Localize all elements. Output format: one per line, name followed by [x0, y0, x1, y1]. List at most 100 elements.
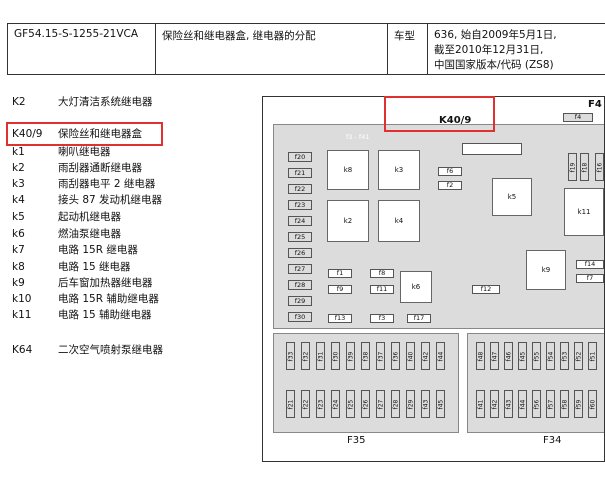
- legend-text: 大灯清洁系统继电器: [58, 96, 153, 108]
- fuse-b9: f29: [406, 390, 415, 418]
- fuse-c2: f47: [490, 342, 499, 370]
- relay-k3: k3: [378, 150, 420, 190]
- fuse-b8: f28: [391, 390, 400, 418]
- list-item: k2 雨刮器通断继电器: [12, 160, 142, 176]
- list-item: K2 大灯清洁系统继电器: [12, 94, 153, 110]
- legend-text: 燃油泵继电器: [58, 228, 121, 240]
- fuse-f14: f14: [576, 260, 604, 269]
- list-item: k7 电路 15R 继电器: [12, 242, 138, 258]
- legend-text: 接头 87 发动机继电器: [58, 194, 163, 206]
- model-line-3: 中国国家版本/代码 (ZS8): [434, 59, 554, 71]
- legend-code: K64: [12, 344, 33, 356]
- fuse-a5: f39: [346, 342, 355, 370]
- legend-code: k9: [12, 277, 25, 289]
- fuse-d9: f60: [588, 390, 597, 418]
- model-info: 636, 始自2009年5月1日, 截至2010年12月31日, 中国国家版本/…: [428, 24, 605, 74]
- fuse-f11: f11: [370, 285, 394, 294]
- fuse-d4: f44: [518, 390, 527, 418]
- list-item: k1 喇叭继电器: [12, 144, 111, 160]
- fuse-a9: f40: [406, 342, 415, 370]
- legend-code: k2: [12, 162, 25, 174]
- legend-text: 电路 15R 继电器: [58, 244, 138, 256]
- relay-k6: k6: [400, 271, 432, 303]
- document-header-table: GF54.15-S-1255-21VCA 保险丝和继电器盒, 继电器的分配 车型…: [7, 23, 605, 75]
- fuse-f9: f9: [328, 285, 352, 294]
- fuse-f29: f29: [288, 296, 312, 306]
- fuse-c4: f45: [518, 342, 527, 370]
- legend-code: k6: [12, 228, 25, 240]
- relay-k11: k11: [564, 188, 604, 236]
- f4-label: F4: [588, 99, 602, 110]
- fuse-f16: f16: [595, 153, 604, 181]
- fuse-c3: f46: [504, 342, 513, 370]
- fuse-f7: f7: [576, 274, 604, 283]
- fuse-a2: f32: [301, 342, 310, 370]
- fuse-relay-box-diagram: F4 K40/9 f4 f3 - f41 f20 f21 f22 f23 f24…: [262, 96, 605, 462]
- fuse-b4: f24: [331, 390, 340, 418]
- fuse-f4: f4: [563, 113, 593, 122]
- fuse-d1: f41: [476, 390, 485, 418]
- fuse-c1: f48: [476, 342, 485, 370]
- fuse-f26: f26: [288, 248, 312, 258]
- fuse-f6: f6: [438, 167, 462, 176]
- legend-code: k10: [12, 293, 32, 305]
- fuse-f13: f13: [328, 314, 352, 323]
- fuse-d8: f59: [574, 390, 583, 418]
- fuse-a6: f38: [361, 342, 370, 370]
- fuse-d5: f56: [532, 390, 541, 418]
- relay-k8: k8: [327, 150, 369, 190]
- part-number: GF54.15-S-1255-21VCA: [8, 24, 156, 74]
- relay-k4: k4: [378, 200, 420, 242]
- fuse-c8: f52: [574, 342, 583, 370]
- fuse-f17: f17: [407, 314, 431, 323]
- fuse-b6: f26: [361, 390, 370, 418]
- legend-code: K2: [12, 96, 26, 108]
- legend-text: 雨刮器通断继电器: [58, 162, 142, 174]
- fuse-f8: f8: [370, 269, 394, 278]
- range-label: f3 - f41: [346, 133, 370, 141]
- fuse-d2: f42: [490, 390, 499, 418]
- legend-highlight-box: [6, 122, 163, 146]
- list-item: k9 后车窗加热器继电器: [12, 275, 153, 291]
- model-label: 车型: [388, 24, 428, 74]
- fuse-f25: f25: [288, 232, 312, 242]
- fuse-f27: f27: [288, 264, 312, 274]
- f34-label: F34: [543, 435, 562, 446]
- fuse-f20: f20: [288, 152, 312, 162]
- legend-text: 喇叭继电器: [58, 146, 111, 158]
- fuse-c6: f54: [546, 342, 555, 370]
- fuse-b5: f25: [346, 390, 355, 418]
- model-line-2: 截至2010年12月31日,: [434, 44, 544, 56]
- fuse-a3: f31: [316, 342, 325, 370]
- box-label: K40/9: [439, 115, 472, 126]
- legend-code: k4: [12, 194, 25, 206]
- fuse-b1: f21: [286, 390, 295, 418]
- fuse-f22: f22: [288, 184, 312, 194]
- legend-code: k8: [12, 261, 25, 273]
- legend-text: 后车窗加热器继电器: [58, 277, 153, 289]
- legend-code: k1: [12, 146, 25, 158]
- relay-k2: k2: [327, 200, 369, 242]
- f35-label: F35: [347, 435, 366, 446]
- legend-code: k11: [12, 309, 32, 321]
- fuse-a7: f37: [376, 342, 385, 370]
- relay-k5: k5: [492, 178, 532, 216]
- fuse-c5: f55: [532, 342, 541, 370]
- fuse-a8: f36: [391, 342, 400, 370]
- upper-board: f3 - f41 f20 f21 f22 f23 f24 f25 f26 f27…: [273, 124, 604, 329]
- fuse-f24: f24: [288, 216, 312, 226]
- lower-right-block: f48 f47 f46 f45 f55 f54 f53 f52 f51 f41 …: [467, 333, 604, 433]
- fuse-a11: f44: [436, 342, 445, 370]
- legend-code: K40/9: [12, 128, 43, 140]
- diagram-highlight-box: [384, 96, 495, 132]
- model-line-1: 636, 始自2009年5月1日,: [434, 29, 557, 41]
- legend-code: k7: [12, 244, 25, 256]
- legend-code: k3: [12, 178, 25, 190]
- fuse-d7: f58: [560, 390, 569, 418]
- fuse-b10: f43: [421, 390, 430, 418]
